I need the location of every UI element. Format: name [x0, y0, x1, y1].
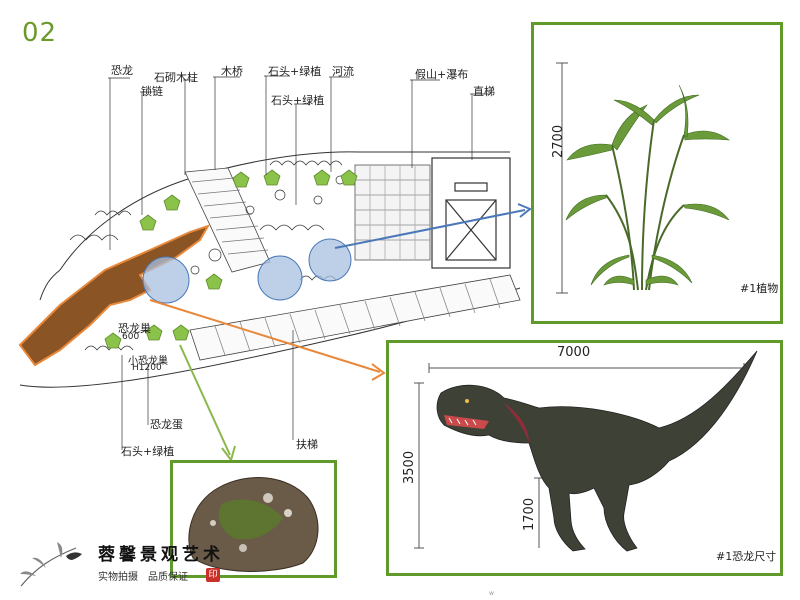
- label-size-600: 600: [122, 332, 140, 342]
- plant-caption: #1植物: [740, 282, 779, 295]
- label-rockery-waterfall: 假山+瀑布: [415, 68, 469, 81]
- label-size-h1200: H1200: [132, 363, 162, 373]
- rockery-waterfall-block: [354, 164, 431, 261]
- dino-length-dim: 7000: [557, 345, 591, 360]
- trex-illustration: [414, 350, 758, 552]
- bamboo-bird-icon: [20, 542, 82, 587]
- label-stone-planting-top: 石头+绿植: [268, 65, 322, 78]
- label-dino-egg: 恐龙蛋: [150, 418, 183, 431]
- water-circles: [142, 238, 352, 304]
- label-wood-bridge: 木桥: [221, 65, 243, 78]
- plant-panel: [531, 22, 783, 324]
- palm-plant-illustration: [556, 62, 731, 294]
- brand-logo: 蓉馨景观艺术 实物拍摄 品质保证 印: [16, 538, 236, 590]
- label-dinosaur: 恐龙: [111, 64, 133, 77]
- dino-leg-dim: 1700: [522, 497, 537, 531]
- brand-name: 蓉馨景观艺术: [98, 545, 224, 565]
- leader-lines: [108, 75, 490, 450]
- dino-caption: #1恐龙尺寸: [716, 550, 777, 563]
- label-elevator: 直梯: [473, 85, 495, 98]
- label-stone-planting-mid: 石头+绿植: [271, 94, 325, 107]
- plant-height-dim: 2700: [551, 124, 566, 158]
- label-dino-nest: 恐龙巢: [118, 322, 151, 335]
- label-chain: 锁链: [141, 85, 163, 98]
- planting-markers: [104, 169, 358, 349]
- label-handrail: 扶梯: [296, 438, 318, 451]
- label-stone-planting-bottom: 石头+绿植: [121, 445, 175, 458]
- elevator-box: [431, 157, 511, 269]
- dino-height-dim: 3500: [402, 450, 417, 484]
- page-number: 02: [22, 18, 58, 48]
- brand-tagline: 实物拍摄 品质保证: [98, 572, 188, 583]
- rock-panel: [170, 460, 337, 578]
- brand-seal: 印: [206, 568, 220, 582]
- mossy-rock-illustration: [188, 477, 319, 572]
- dinosaur-panel: [386, 340, 783, 576]
- label-small-dino-nest: 小恐龙巢: [128, 356, 168, 367]
- footer-mark: w: [489, 590, 494, 597]
- wood-bridge: [184, 167, 271, 273]
- callout-arrows: [149, 203, 532, 463]
- label-stone-column: 石砌木柱: [154, 71, 198, 84]
- label-river: 河流: [332, 65, 354, 78]
